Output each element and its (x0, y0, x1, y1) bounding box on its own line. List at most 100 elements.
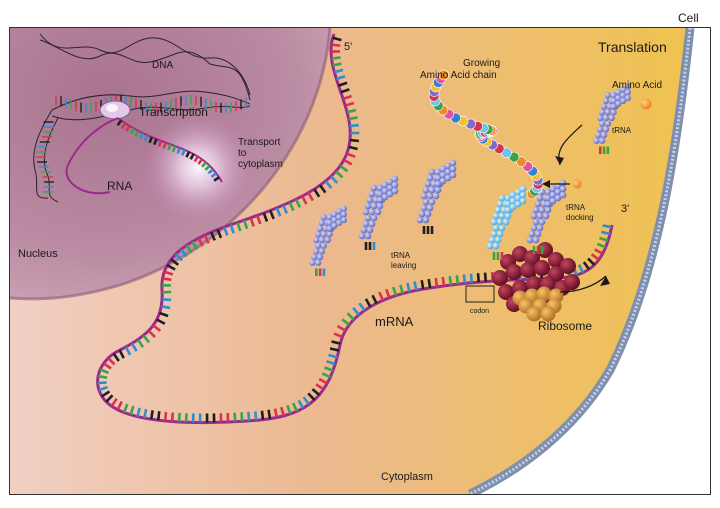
trna-bead (599, 137, 606, 144)
mrna-label: mRNA (375, 314, 414, 329)
trna-bead (554, 188, 562, 196)
trna-bead (376, 196, 384, 204)
rna-base (134, 130, 140, 137)
rna-base (116, 119, 123, 127)
rna-base (193, 155, 199, 163)
trna-bead (434, 174, 442, 182)
mrna-base (116, 401, 123, 411)
ribosome-large-subunit-bead (506, 264, 522, 280)
rna-base (197, 158, 204, 165)
peptide-bond-arrowhead (542, 180, 550, 188)
mrna-base (413, 281, 418, 291)
rna-base (213, 176, 220, 182)
trna-bead (619, 92, 627, 99)
mrna-base (349, 123, 359, 128)
trna-bead (492, 224, 500, 232)
mrna-base (147, 329, 156, 338)
trna-bead (315, 231, 322, 238)
nucleus-label: Nucleus (18, 248, 58, 260)
trna-bead (439, 177, 447, 185)
trna-bead (532, 218, 540, 226)
mrna-base (406, 282, 411, 293)
mrna-base (333, 332, 343, 339)
trna-bead (364, 202, 372, 210)
trna-bead (315, 242, 322, 249)
trna-bead (376, 184, 384, 192)
trna-bead (604, 109, 612, 116)
mrna-base (98, 385, 108, 392)
mrna-base (273, 408, 279, 418)
trna-bead (498, 224, 506, 232)
mrna-base (185, 244, 193, 254)
trna-bead (514, 200, 522, 208)
mrna-base (247, 411, 251, 421)
mrna-base (335, 170, 344, 179)
rna-base (162, 142, 167, 149)
trna-bead (549, 191, 557, 199)
mrna-base (469, 273, 474, 283)
cell-frame (9, 27, 711, 495)
ribosome-large-subunit-bead (498, 284, 514, 300)
rna-base (210, 172, 217, 178)
trna-bead (610, 97, 617, 105)
trna-bead (608, 114, 615, 122)
translation-label: Translation (598, 39, 667, 55)
mrna-base (159, 311, 169, 318)
rna-base (167, 143, 172, 151)
rna-base (129, 127, 135, 135)
mrna-base (420, 279, 425, 290)
mrna-base (602, 224, 612, 229)
mrna-base (326, 360, 336, 366)
rna-base (207, 168, 214, 175)
mrna-base (307, 192, 314, 202)
trna-bead (509, 203, 517, 211)
mrna-base (331, 340, 341, 345)
ribosome-large-subunit-bead (560, 258, 576, 274)
trna-bead (504, 194, 512, 202)
mrna-base (143, 408, 148, 419)
mrna-base (596, 242, 607, 249)
mrna-base (256, 215, 262, 225)
trna-bead (335, 219, 343, 227)
trna-bead (426, 204, 434, 212)
trna-bead (422, 198, 430, 206)
trna-docking-label-2: docking (566, 213, 594, 222)
mrna-base (236, 222, 242, 232)
mrna-base (191, 240, 199, 250)
rna-base (157, 140, 163, 147)
mrna-base (130, 342, 138, 352)
trna-bead (428, 198, 436, 206)
mrna-base (163, 411, 168, 422)
transport-label-1: Transport (238, 137, 281, 148)
mrna-base (162, 277, 172, 282)
trna-bead (490, 218, 498, 226)
mrna-base (203, 234, 210, 244)
mrna-base (455, 275, 460, 285)
mrna-base (315, 383, 325, 391)
mrna-base (97, 374, 108, 379)
trna-docking-label-1: tRNA (566, 203, 586, 212)
mrna-base (99, 368, 110, 375)
trna-bead (494, 236, 502, 244)
trna-bead (358, 232, 366, 240)
translation-direction-arrowhead (600, 276, 610, 286)
trna-leaving-label-1: tRNA (391, 251, 411, 260)
mrna-base (599, 236, 609, 242)
rna-base (120, 122, 127, 129)
trna-bead (600, 103, 608, 110)
ribosome-large-subunit-bead (564, 274, 580, 290)
rna-base (185, 151, 191, 158)
mrna-base (335, 75, 346, 81)
trna-bead (428, 168, 436, 176)
cytoplasm-label: Cytoplasm (381, 471, 433, 483)
translation-direction-arrow (559, 275, 607, 293)
mrna-base (313, 188, 321, 198)
trna-bead (331, 211, 338, 218)
trna-bead (362, 208, 370, 216)
trna-bead (318, 219, 326, 227)
mrna-base (216, 229, 223, 239)
mrna-base (448, 275, 453, 286)
amino-acid-bead-icon (438, 69, 450, 81)
mrna-base (118, 349, 125, 359)
mrna-base (129, 405, 135, 416)
